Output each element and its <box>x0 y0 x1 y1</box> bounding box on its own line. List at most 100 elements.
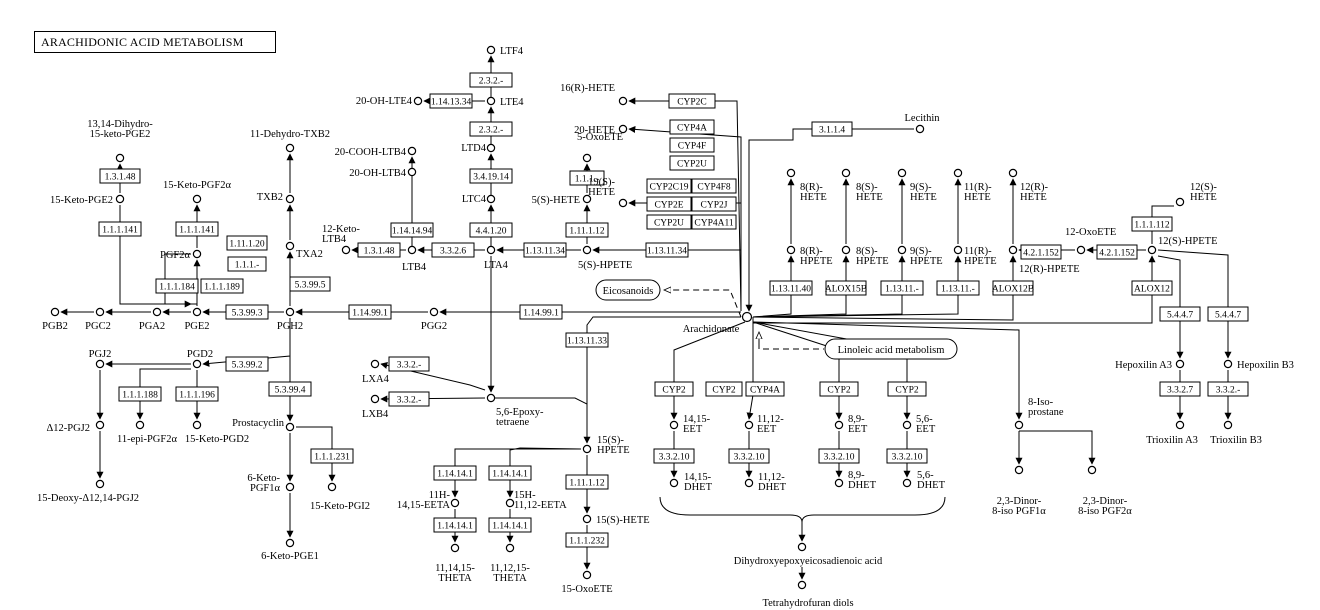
compound-node-pgj2[interactable] <box>95 359 105 369</box>
compound-node-12-r-hete[interactable] <box>1008 168 1018 178</box>
compound-label[interactable]: 12(S)-HPETE <box>1158 236 1218 247</box>
compound-label[interactable]: 8-iso PGF1α <box>992 506 1046 517</box>
map-link-label[interactable]: Linoleic acid metabolism <box>838 345 945 356</box>
compound-node-8-9-eet[interactable] <box>834 420 844 430</box>
enzyme-label[interactable]: 5.4.4.7 <box>1167 311 1193 321</box>
compound-node-lxb4[interactable] <box>370 394 380 404</box>
enzyme-label[interactable]: CYP2 <box>712 386 735 396</box>
compound-node-2-3-dinor-8-iso-pgf2[interactable] <box>1087 465 1097 475</box>
enzyme-label[interactable]: 5.4.4.7 <box>1215 311 1241 321</box>
enzyme-label[interactable]: 5.3.99.2 <box>232 361 263 371</box>
compound-label[interactable]: 12-OxoETE <box>1065 227 1116 238</box>
compound-label[interactable]: 14,15- <box>683 414 711 425</box>
compound-label[interactable]: PGA2 <box>139 321 165 332</box>
enzyme-box[interactable] <box>98 221 142 237</box>
compound-label[interactable]: HETE <box>588 187 615 198</box>
compound-label[interactable]: PGF1α <box>250 483 281 494</box>
enzyme-label[interactable]: CYP2U <box>654 219 684 229</box>
enzyme-box[interactable] <box>691 196 737 212</box>
compound-node-9-s-hete[interactable] <box>897 168 907 178</box>
enzyme-box[interactable] <box>1096 244 1138 260</box>
compound-node-8-iso-prostane[interactable] <box>1014 420 1024 430</box>
compound-label[interactable]: DHET <box>758 482 787 493</box>
compound-label[interactable]: 11,12,15- <box>490 563 530 574</box>
compound-label[interactable]: 11(R)- <box>964 246 992 257</box>
enzyme-box[interactable] <box>819 381 859 397</box>
enzyme-label[interactable]: 3.3.2.6 <box>440 247 466 257</box>
compound-node-13-14-dihydro-15-keto-pge2[interactable] <box>115 153 125 163</box>
compound-label[interactable]: 12(R)- <box>1020 182 1048 193</box>
enzyme-label[interactable]: CYP2U <box>677 160 707 170</box>
enzyme-box[interactable] <box>818 448 860 464</box>
enzyme-box[interactable] <box>645 242 689 258</box>
compound-label[interactable]: EET <box>848 424 868 435</box>
compound-label[interactable]: LXB4 <box>362 409 389 420</box>
enzyme-label[interactable]: 1.11.1.20 <box>229 240 265 250</box>
compound-node-dihydroxyepoxyeicosadienoic-acid[interactable] <box>797 542 807 552</box>
compound-label[interactable]: 15-Keto-PGE2 <box>50 195 113 206</box>
enzyme-box[interactable] <box>227 256 267 272</box>
compound-label[interactable]: TXA2 <box>296 249 323 260</box>
enzyme-box[interactable] <box>668 93 716 109</box>
enzyme-label[interactable]: 1.13.11.34 <box>647 247 687 257</box>
enzyme-box[interactable] <box>469 121 513 137</box>
compound-node-12-keto-ltb4[interactable] <box>341 245 351 255</box>
enzyme-box[interactable] <box>886 448 928 464</box>
compound-label[interactable]: 5(S)-HPETE <box>578 260 632 271</box>
compound-label[interactable]: 8,9- <box>848 470 865 481</box>
enzyme-label[interactable]: 1.1.1.112 <box>1134 221 1170 231</box>
enzyme-label[interactable]: 3.4.19.14 <box>473 173 509 183</box>
map-link-linoleic[interactable] <box>824 338 958 360</box>
compound-node-arachidonate[interactable] <box>741 311 753 323</box>
enzyme-label[interactable]: 1.14.99.1 <box>352 309 388 319</box>
enzyme-box[interactable] <box>390 222 434 238</box>
compound-label[interactable]: 5,6-Epoxy- <box>496 407 544 418</box>
compound-label[interactable]: 11,12-EETA <box>514 500 567 511</box>
compound-node-11-12-eet[interactable] <box>744 420 754 430</box>
enzyme-label[interactable]: CYP4A <box>750 386 780 396</box>
compound-node-12-s-hpete[interactable] <box>1147 245 1157 255</box>
enzyme-label[interactable]: 1.13.11.33 <box>567 337 607 347</box>
compound-node-11-dehydro-txb2[interactable] <box>285 143 295 153</box>
compound-label[interactable]: LTF4 <box>500 46 524 57</box>
compound-label[interactable]: PGH2 <box>277 321 303 332</box>
enzyme-label[interactable]: ALOX15B <box>825 285 867 295</box>
compound-node-pga2[interactable] <box>152 307 162 317</box>
enzyme-box[interactable] <box>887 381 927 397</box>
compound-label[interactable]: PGB2 <box>42 321 68 332</box>
compound-node-8-s-hpete[interactable] <box>841 245 851 255</box>
enzyme-box[interactable] <box>565 222 609 238</box>
enzyme-label[interactable]: CYP2 <box>827 386 850 396</box>
compound-node-pgg2[interactable] <box>429 307 439 317</box>
compound-node-8-r-hete[interactable] <box>786 168 796 178</box>
compound-label[interactable]: LTE4 <box>500 97 524 108</box>
compound-node-tetrahydrofuran-diols[interactable] <box>797 580 807 590</box>
compound-label[interactable]: EET <box>757 424 777 435</box>
enzyme-label[interactable]: 1.14.99.1 <box>523 309 559 319</box>
compound-label[interactable]: 5-OxoETE <box>577 132 623 143</box>
enzyme-box[interactable] <box>669 137 715 153</box>
enzyme-label[interactable]: 3.1.1.4 <box>819 126 845 136</box>
compound-label[interactable]: 14,15-EETA <box>397 500 451 511</box>
enzyme-label[interactable]: 3.3.2.10 <box>824 453 855 463</box>
compound-node-lta4[interactable] <box>486 245 496 255</box>
compound-node-11h-14-15-eeta[interactable] <box>450 498 460 508</box>
compound-label[interactable]: 15-Keto-PGI2 <box>310 501 370 512</box>
compound-node-14-15-eet[interactable] <box>669 420 679 430</box>
compound-node-lecithin[interactable] <box>915 124 925 134</box>
enzyme-label[interactable]: CYP2 <box>895 386 918 396</box>
compound-label[interactable]: LTB4 <box>322 234 347 245</box>
enzyme-box[interactable] <box>488 517 532 533</box>
compound-label[interactable]: TXB2 <box>257 192 283 203</box>
enzyme-box[interactable] <box>745 381 785 397</box>
compound-label[interactable]: 16(R)-HETE <box>560 83 615 94</box>
compound-label[interactable]: HPETE <box>800 256 833 267</box>
compound-node-15-s-hete[interactable] <box>582 514 592 524</box>
compound-node-14-15-dhet[interactable] <box>669 478 679 488</box>
compound-node-15-deoxy-12-14-pgj2[interactable] <box>95 479 105 489</box>
compound-label[interactable]: 8-Iso- <box>1028 397 1054 408</box>
enzyme-label[interactable]: 3.3.2.7 <box>1167 386 1193 396</box>
compound-node-12-s-hete[interactable] <box>1175 197 1185 207</box>
enzyme-label[interactable]: 1.1.1.141 <box>102 226 138 236</box>
enzyme-label[interactable]: 4.2.1.152 <box>1099 249 1135 259</box>
